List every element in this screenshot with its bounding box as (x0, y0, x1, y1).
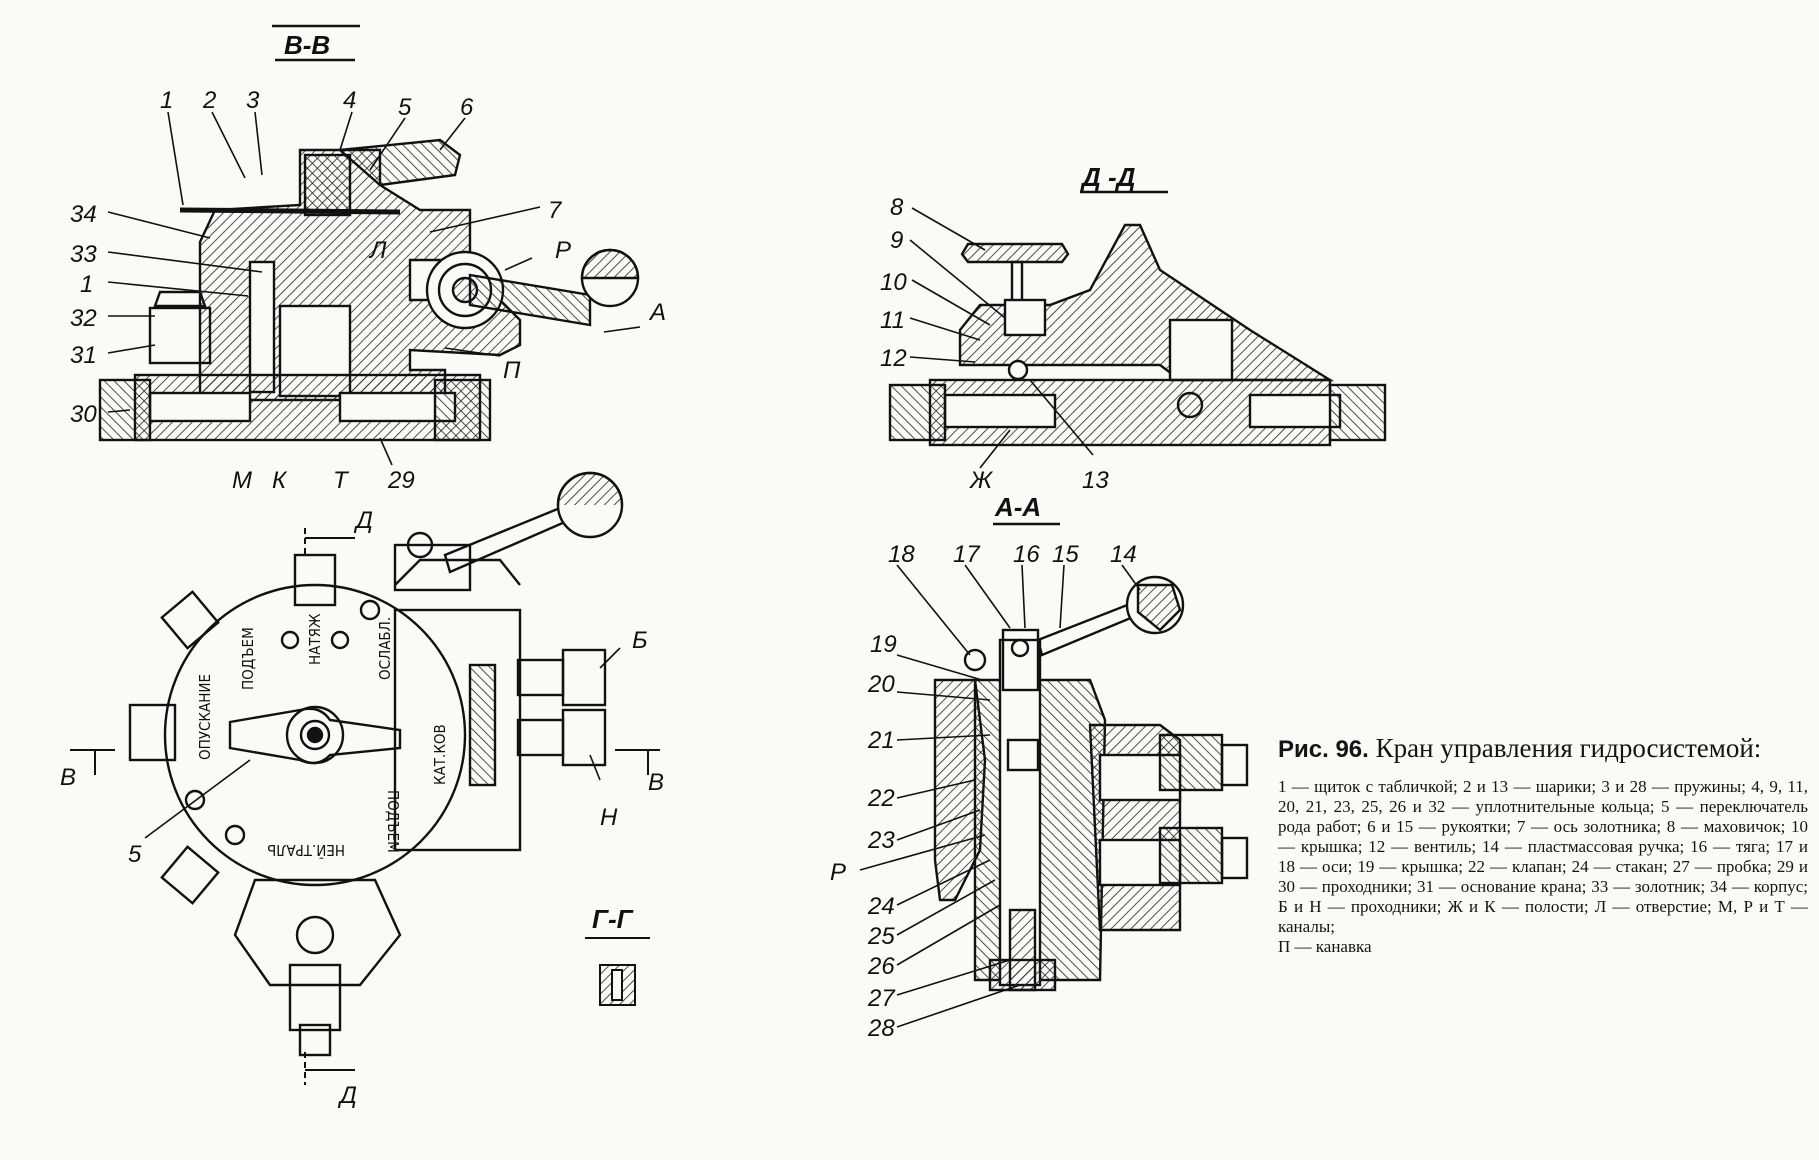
leaders-bb (107, 111, 641, 466)
svg-text:ПОДЪЕМ: ПОДЪЕМ (239, 627, 257, 690)
part-callout: 8 (890, 194, 904, 221)
part-callout: 28 (867, 1015, 895, 1042)
figure-number: Рис. 96. (1278, 736, 1369, 763)
part-callout: 12 (880, 345, 907, 372)
part-letter: Д (353, 507, 373, 534)
part-callout: 30 (70, 401, 97, 428)
callouts-dd: 8 9 10 11 12 13 (880, 194, 1109, 494)
part-letter: Н (600, 804, 618, 831)
part-callout: 4 (343, 87, 356, 114)
part-callout: 5 (128, 841, 142, 868)
callouts-plan: 5 (128, 841, 142, 868)
part-letter: В (648, 769, 664, 796)
part-callout: 20 (867, 671, 895, 698)
svg-text:КАТ.КОВ: КАТ.КОВ (431, 724, 449, 785)
part-letter: А (648, 299, 666, 326)
section-gg-label: Г-Г (592, 904, 634, 934)
part-callout: 15 (1052, 541, 1079, 568)
cutting-lines (70, 528, 660, 1085)
svg-text:НЕЙ.ТРАЛЬ: НЕЙ.ТРАЛЬ (267, 841, 345, 860)
leaders-plan (144, 647, 621, 839)
part-callout: 31 (70, 342, 97, 369)
legend-text: 1 — щиток с табличкой; 2 и 13 — шарики; … (1278, 777, 1808, 936)
leaders-aa (859, 564, 1141, 1028)
part-callout: 19 (870, 631, 897, 658)
part-callout: 18 (888, 541, 915, 568)
dial-text: ОПУСКАНИЕ ПОДЪЕМ НАТЯЖ ОСЛАБЛ. КАТ.КОВ П… (196, 613, 449, 860)
letters-dd: Ж (969, 467, 994, 494)
figure-title: Кран управления гидросистемой: (1375, 733, 1762, 763)
legend-last-line: П — канавка (1278, 937, 1372, 956)
part-callout: 16 (1013, 541, 1040, 568)
part-callout: 29 (387, 467, 415, 494)
part-callout: 17 (953, 541, 981, 568)
part-callout: 21 (867, 727, 895, 754)
section-aa-label: А-А (994, 492, 1041, 522)
part-letter: В (60, 764, 76, 791)
part-letter: К (272, 467, 288, 494)
part-letter: Ж (969, 467, 994, 494)
part-letter: П (503, 357, 521, 384)
part-callout: 27 (867, 985, 896, 1012)
part-callout: 23 (867, 827, 895, 854)
leaders-dd (909, 207, 1094, 469)
part-letter: Б (632, 627, 648, 654)
part-letter: Д (337, 1082, 357, 1109)
part-callout: 34 (70, 201, 97, 228)
letters-plan: Д Д Б В В Н (60, 507, 664, 1109)
section-bb (98, 24, 640, 442)
part-callout: 1 (80, 271, 93, 298)
caption-legend: 1 — щиток с табличкой; 2 и 13 — шарики; … (1278, 777, 1808, 957)
part-callout: 5 (398, 94, 412, 121)
svg-text:ОСЛАБЛ.: ОСЛАБЛ. (376, 617, 394, 680)
part-letter: Т (333, 467, 350, 494)
plan-view (128, 471, 624, 1057)
part-letter: Р (830, 859, 846, 886)
part-callout: 13 (1082, 467, 1109, 494)
part-letter: Л (368, 237, 387, 264)
section-gg (585, 937, 650, 1006)
part-callout: 11 (880, 307, 905, 334)
part-callout: 3 (246, 87, 260, 114)
part-callout: 7 (548, 197, 563, 224)
svg-text:ПОДЪЕМ: ПОДЪЕМ (384, 790, 402, 853)
callouts-aa: 18 17 16 15 14 19 20 21 22 23 24 25 26 27 28 (867, 541, 1137, 1042)
part-callout: 10 (880, 269, 907, 296)
part-callout: 6 (460, 94, 474, 121)
figure-caption: Рис. 96. Кран управления гидросистемой: … (1278, 733, 1808, 957)
part-letter: М (232, 467, 252, 494)
part-callout: 24 (867, 893, 895, 920)
part-callout: 9 (890, 227, 903, 254)
caption-title: Рис. 96. Кран управления гидросистемой: (1278, 733, 1808, 765)
letters-aa: Р (830, 859, 846, 886)
part-callout: 26 (867, 953, 895, 980)
section-aa (933, 522, 1249, 992)
part-callout: 32 (70, 305, 97, 332)
section-dd (888, 190, 1387, 447)
part-callout: 33 (70, 241, 97, 268)
svg-text:ОПУСКАНИЕ: ОПУСКАНИЕ (196, 674, 214, 760)
section-dd-label: Д -Д (1080, 162, 1136, 192)
section-bb-label: В-В (284, 30, 330, 60)
part-letter: Р (555, 237, 571, 264)
part-callout: 25 (867, 923, 895, 950)
part-callout: 1 (160, 87, 173, 114)
part-callout: 2 (202, 87, 216, 114)
part-callout: 22 (867, 785, 895, 812)
part-callout: 14 (1110, 541, 1137, 568)
svg-text:НАТЯЖ: НАТЯЖ (306, 613, 324, 665)
